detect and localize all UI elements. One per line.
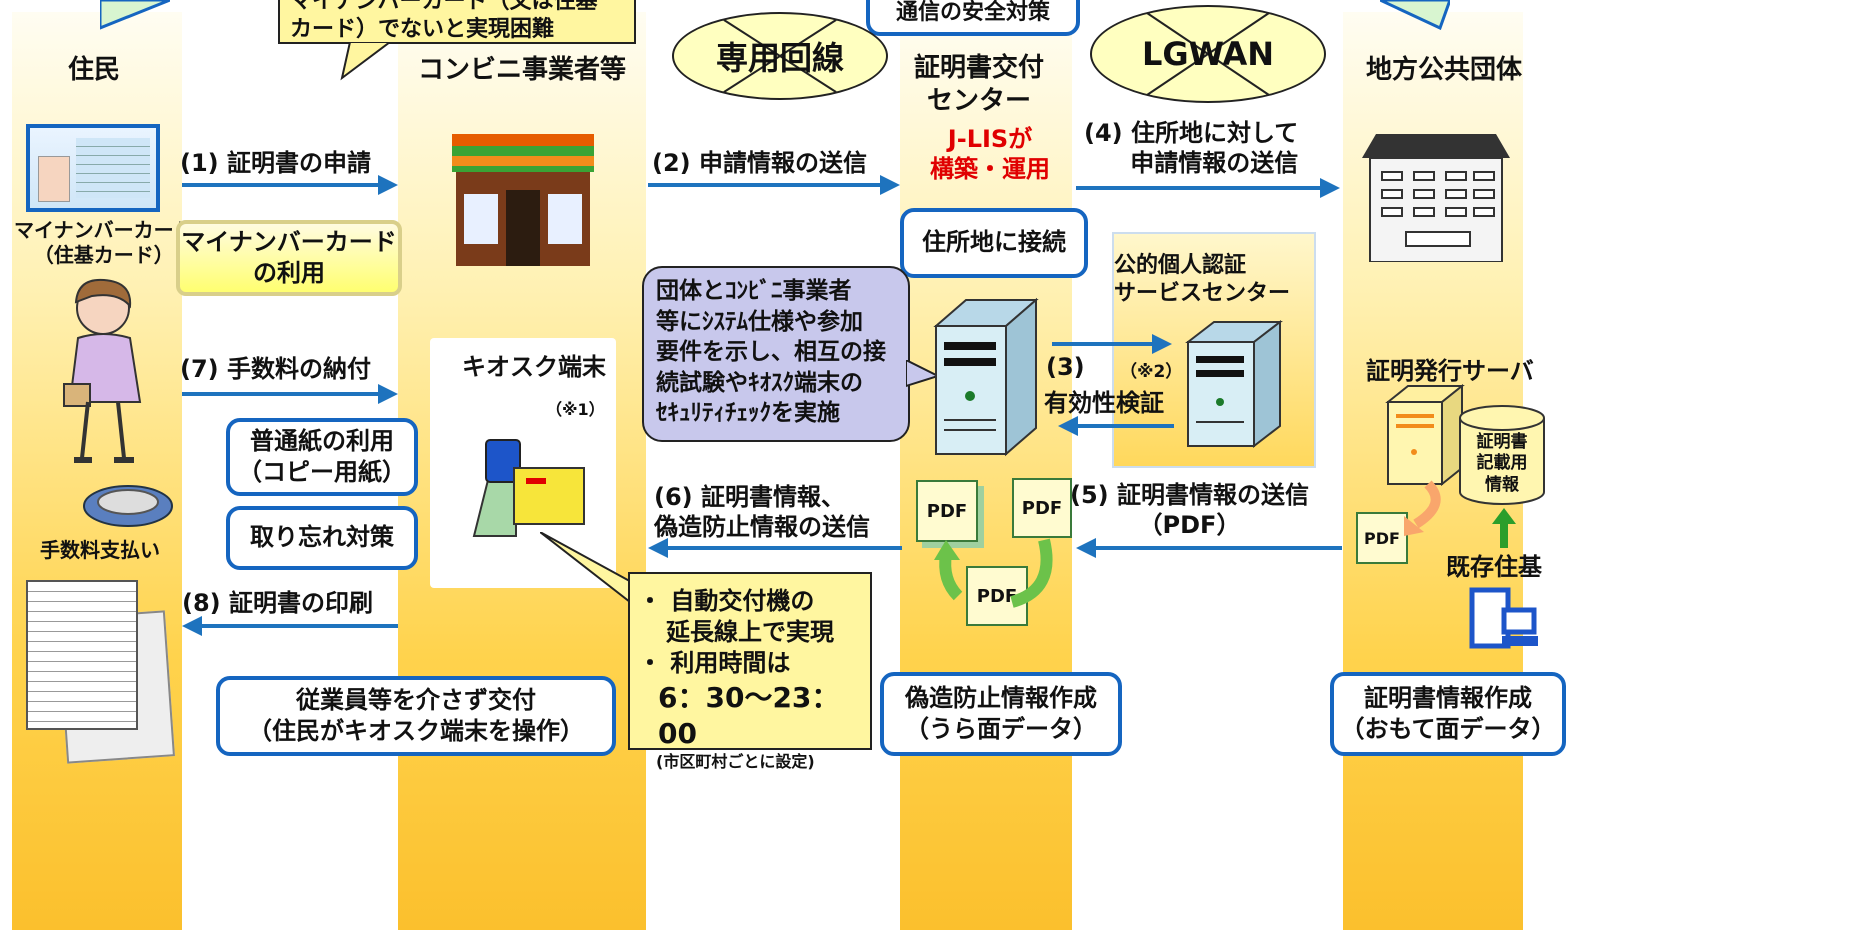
existing-juki-computer-icon	[1469, 587, 1538, 649]
step5-label: (5) 証明書情報の送信 （PDF）	[1070, 481, 1309, 539]
resident-header: 住民	[68, 55, 121, 85]
security-measures-box: 通信の安全対策	[866, 0, 1080, 36]
dedicated-line-ellipse: 専用回線	[672, 12, 888, 100]
db-up-arrow	[1492, 508, 1516, 548]
dedicated-line-label: 専用回線	[715, 39, 844, 77]
kiosk-callout-box: ・ 自動交付機の 延長線上で実現 ・ 利用時間は 6：30〜23：00 (市区町…	[628, 572, 872, 771]
card-requirement-callout: マイナンバーカード（又は住基 カード）でないと実現困難	[278, 0, 636, 44]
card-use-box: マイナンバーカード の利用	[176, 220, 402, 296]
kiosk-panel	[430, 338, 616, 588]
issuing-server-icon	[1385, 384, 1465, 486]
resident-person-figure	[63, 278, 142, 463]
step7-label: (7) 手数料の納付	[180, 355, 371, 383]
center-jlis-label: J-LISが 構築・運用	[930, 125, 1050, 183]
step4-label: (4) 住所地に対して 申請情報の送信	[1084, 119, 1299, 177]
convenience-header: コンビニ事業者等	[418, 55, 627, 85]
kiosk-callout-line3: ・ 利用時間は	[638, 649, 791, 678]
plain-paper-box: 普通紙の利用 （コピー用紙）	[226, 418, 418, 496]
kiosk-callout-hours: 6：30〜23：00	[658, 680, 840, 750]
kiosk-terminal-icon	[472, 439, 585, 537]
center-header: 証明書交付 センター	[914, 53, 1045, 116]
database-shape	[1459, 405, 1545, 505]
card-callout-tail	[340, 42, 392, 81]
kiosk-callout-note: (市区町村ごとに設定)	[656, 752, 815, 772]
forget-prevention-box: 取り忘れ対策	[226, 506, 418, 570]
card-lines	[76, 138, 150, 198]
connect-to-address-box: 住所地に接続	[900, 208, 1088, 278]
local-pdf-doc: PDF	[1356, 512, 1408, 564]
printed-certificate-front	[26, 580, 138, 730]
auth-center-label: 公的個人認証 サービスセンター	[1114, 253, 1291, 306]
card-photo	[38, 156, 70, 202]
database-label: 証明書 記載用 情報	[1476, 432, 1528, 495]
lgwan-ellipse: LGWAN	[1090, 5, 1326, 103]
server-to-pdf-arrow	[1404, 480, 1441, 536]
anti-forgery-box: 偽造防止情報作成 （うら面データ）	[880, 672, 1122, 756]
center-server-icon	[933, 297, 1039, 457]
top-right-callout-tail	[1380, 0, 1450, 30]
speech-bubble-tail	[906, 360, 940, 388]
database-cylinder: 証明書 記載用 情報	[1456, 404, 1548, 506]
mynumber-card-image	[26, 124, 160, 212]
auth-server-icon	[1185, 320, 1283, 449]
pdf-doc-right: PDF	[1012, 478, 1072, 538]
step8-label: (8) 証明書の印刷	[182, 589, 373, 617]
step3-number: (3)	[1046, 353, 1085, 381]
no-staff-delivery-box: 従業員等を介さず交付 （住民がキオスク端末を操作）	[216, 676, 616, 756]
step3-validation-label: 有効性検証	[1044, 389, 1164, 417]
issuing-server-label: 証明発行サーバ	[1366, 357, 1534, 385]
local-government-building-icon	[1362, 134, 1510, 262]
top-left-callout-tail	[100, 0, 170, 30]
kiosk-callout-line1: ・ 自動交付機の	[638, 587, 815, 615]
convenience-store-icon	[452, 134, 594, 266]
pdf-merge-arrows	[934, 538, 1053, 608]
kiosk-note: （※1）	[546, 400, 605, 419]
fee-payment-label: 手数料支払い	[40, 538, 160, 562]
local-header: 地方公共団体	[1366, 55, 1523, 85]
step1-label: (1) 証明書の申請	[180, 149, 371, 177]
step2-label: (2) 申請情報の送信	[652, 149, 867, 177]
pdf-doc-left: PDF	[916, 480, 978, 542]
kiosk-callout-line2: 延長線上で実現	[666, 618, 834, 647]
step3-note: （※2）	[1120, 362, 1183, 382]
existing-juki-label: 既存住基	[1446, 553, 1542, 581]
step6-label: (6) 証明書情報、 偽造防止情報の送信	[654, 483, 870, 541]
cert-info-creation-box: 証明書情報作成 （おもて面データ）	[1330, 672, 1566, 756]
center-column	[900, 12, 1072, 930]
coins-icon	[83, 485, 173, 527]
mynumber-card-label: マイナンバーカード （住基カード）	[14, 218, 194, 267]
center-speech-bubble: 団体とｺﾝﾋﾞﾆ事業者 等にｼｽﾃﾑ仕様や参加 要件を示し、相互の接 続試験やｷ…	[642, 266, 910, 442]
kiosk-title: キオスク端末	[462, 353, 606, 381]
lgwan-label: LGWAN	[1141, 35, 1275, 73]
